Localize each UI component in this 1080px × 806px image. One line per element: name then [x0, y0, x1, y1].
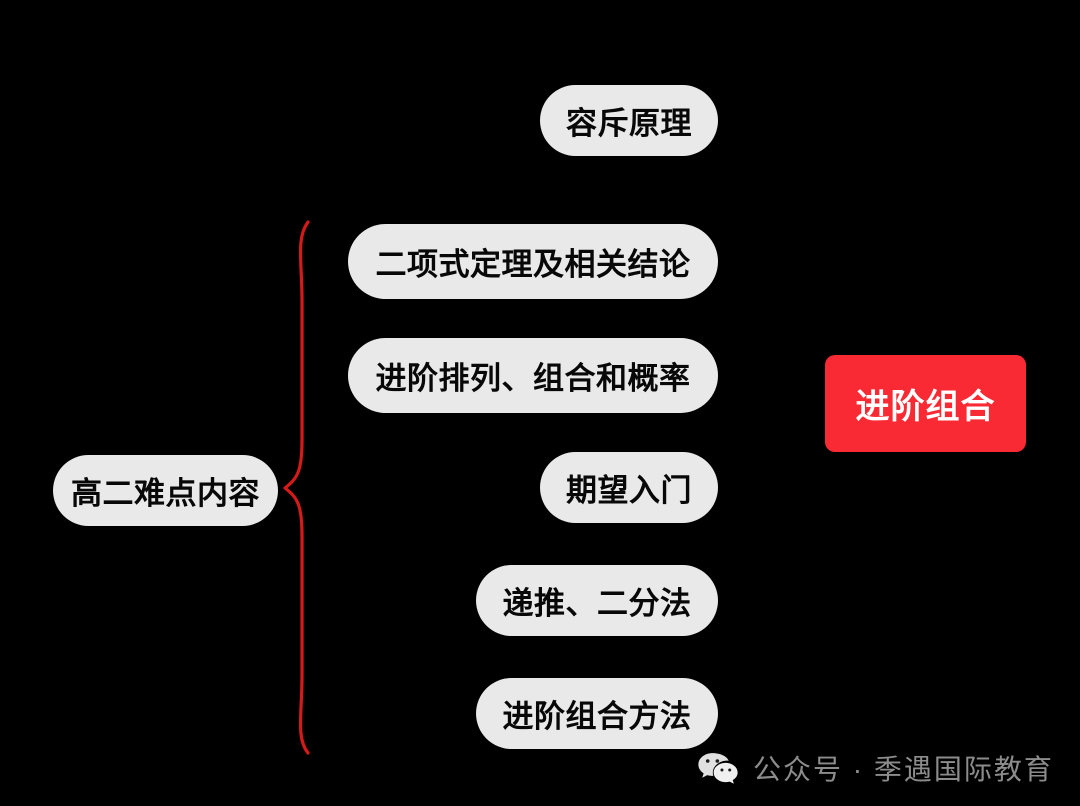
node-branch-label: 进阶组合方法 — [502, 699, 692, 734]
node-branch-label: 进阶排列、组合和概率 — [375, 361, 691, 396]
curly-brace-path — [283, 220, 310, 755]
node-branch-expectation-intro[interactable]: 期望入门 — [540, 452, 718, 523]
node-branch-permutation-combination-probability[interactable]: 进阶排列、组合和概率 — [348, 338, 718, 413]
node-branch-advanced-combination-methods[interactable]: 进阶组合方法 — [476, 678, 718, 749]
node-branch-inclusion-exclusion[interactable]: 容斥原理 — [540, 85, 718, 156]
node-branch-label: 期望入门 — [566, 473, 692, 508]
node-branch-label: 递推、二分法 — [502, 586, 692, 621]
node-branch-recursion-binary-search[interactable]: 递推、二分法 — [476, 565, 718, 636]
node-branch-label: 二项式定理及相关结论 — [375, 247, 691, 282]
node-branch-label: 容斥原理 — [566, 106, 692, 141]
node-highlight-advanced-combination[interactable]: 进阶组合 — [825, 355, 1026, 452]
node-root-label: 高二难点内容 — [71, 476, 260, 511]
watermark: 公众号 · 季遇国际教育 — [697, 748, 1054, 788]
node-root[interactable]: 高二难点内容 — [53, 455, 278, 526]
node-highlight-label: 进阶组合 — [855, 388, 996, 426]
watermark-label: 公众号 · 季遇国际教育 — [753, 754, 1054, 785]
wechat-logo-icon — [698, 753, 738, 784]
node-branch-binomial-theorem[interactable]: 二项式定理及相关结论 — [348, 224, 718, 299]
